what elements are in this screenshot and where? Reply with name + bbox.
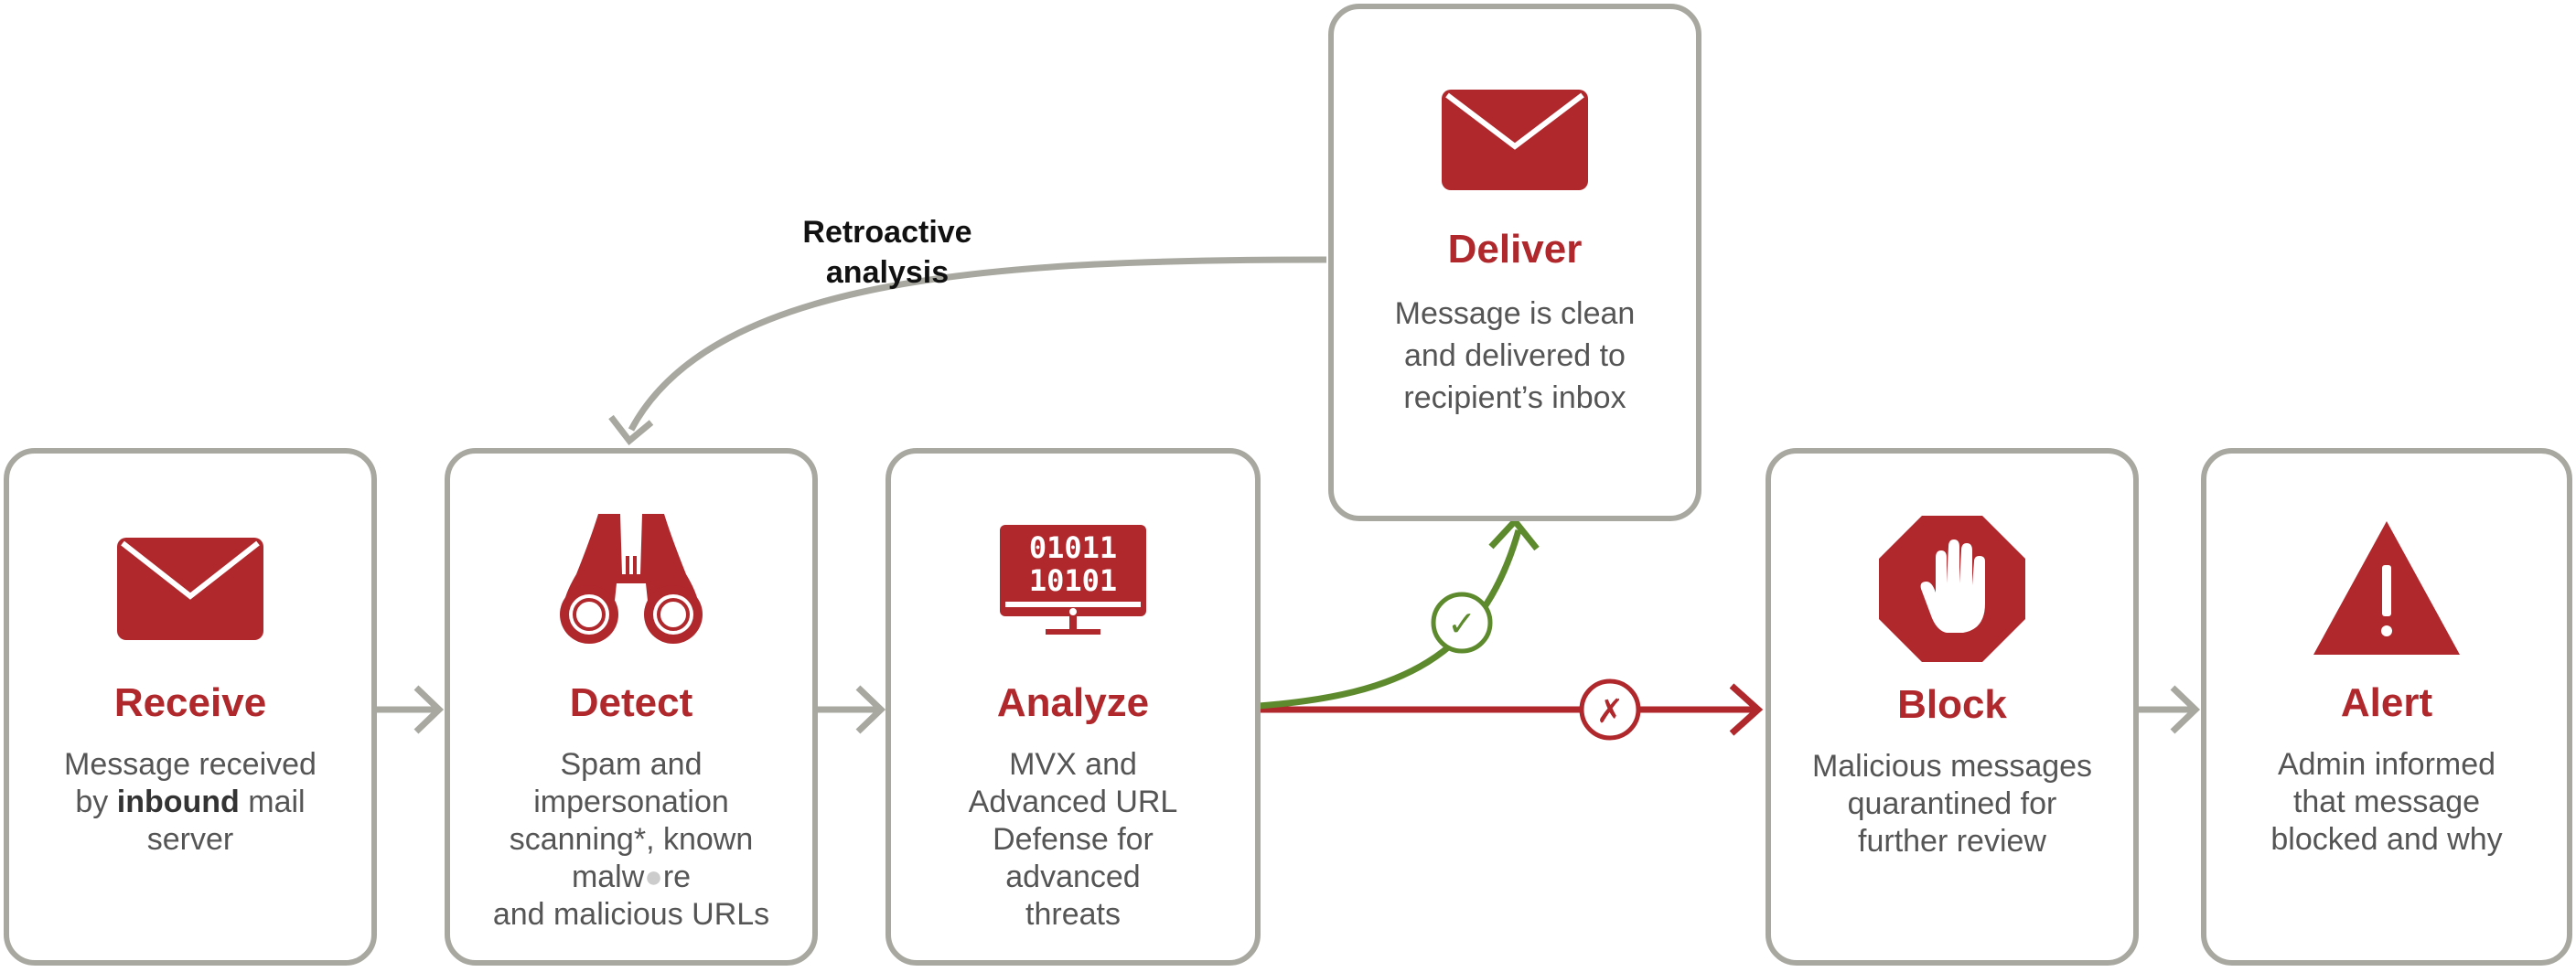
- alert-desc-line-1: Admin informed: [2277, 747, 2496, 782]
- analyze-desc-line-4: advanced: [1005, 860, 1141, 894]
- receive-desc-line-2: by inbound mail: [75, 785, 306, 819]
- arrow-analyze-to-deliver: [1258, 516, 1540, 710]
- stage-title-analyze: Analyze: [996, 680, 1150, 725]
- detect-desc-line-4: malw●re: [571, 860, 692, 894]
- deliver-desc-line-1: Message is clean: [1394, 296, 1636, 331]
- stage-block: Block Malicious messages quarantined for…: [1766, 448, 2139, 966]
- alert-desc-line-2: that message: [2292, 785, 2481, 819]
- deliver-desc-line-2: and delivered to: [1404, 338, 1626, 373]
- stage-title-receive: Receive: [113, 680, 267, 725]
- stage-title-detect: Detect: [569, 680, 693, 725]
- block-desc-line-3: further review: [1858, 824, 2046, 859]
- stage-title-deliver: Deliver: [1447, 227, 1583, 272]
- inbound-emphasis: inbound: [116, 785, 240, 819]
- detect-desc-line-5: and malicious URLs: [492, 897, 770, 932]
- arrow-retroactive-analysis: [608, 256, 1327, 446]
- detect-desc-line-1: Spam and: [560, 747, 703, 782]
- stage-desc-block: Malicious messages quarantined for furth…: [1780, 748, 2124, 860]
- stage-desc-deliver: Message is clean and delivered to recipi…: [1343, 293, 1687, 419]
- analyze-desc-line-3: Defense for: [993, 822, 1154, 857]
- detect-desc-line-3: scanning*, known: [509, 822, 754, 857]
- stage-alert: Alert Admin informed that message blocke…: [2201, 448, 2572, 966]
- arrow-receive-to-detect: [375, 685, 445, 734]
- block-desc-line-1: Malicious messages: [1811, 749, 2093, 784]
- svg-text:10101: 10101: [1029, 563, 1117, 598]
- analyze-desc-line-2: Advanced URL: [968, 785, 1178, 819]
- pass-check-icon: ✓: [1447, 603, 1476, 644]
- stage-receive: Receive Message received by inbound mail…: [4, 448, 377, 966]
- warning-triangle-icon: [2313, 521, 2460, 655]
- fail-x-icon: ✗: [1596, 693, 1624, 731]
- block-desc-line-2: quarantined for: [1847, 786, 2057, 821]
- stage-analyze: 01011 10101 Analyze MVX and Advanced URL…: [886, 448, 1261, 966]
- deliver-desc-line-3: recipient’s inbox: [1403, 380, 1626, 415]
- analyze-desc-line-5: threats: [1025, 897, 1121, 932]
- pass-marker: ✓: [1431, 592, 1493, 654]
- stage-title-block: Block: [1897, 682, 2007, 727]
- stage-desc-detect: Spam and impersonation scanning*, known …: [459, 746, 803, 934]
- retroactive-analysis-label: Retroactive analysis: [759, 212, 1015, 293]
- stage-title-alert: Alert: [2340, 680, 2433, 725]
- stage-desc-receive: Message received by inbound mail server: [18, 746, 362, 859]
- arrow-block-to-alert: [2131, 685, 2201, 734]
- fail-marker: ✗: [1579, 678, 1641, 741]
- receive-desc-line-1: Message received: [64, 747, 317, 782]
- alert-desc-line-3: blocked and why: [2270, 822, 2503, 857]
- dot-glyph: ●: [644, 860, 663, 894]
- detect-desc-line-2: impersonation: [533, 785, 729, 819]
- svg-text:01011: 01011: [1029, 530, 1117, 565]
- envelope-icon: [117, 538, 263, 640]
- stage-deliver: Deliver Message is clean and delivered t…: [1328, 4, 1701, 521]
- arrow-detect-to-analyze: [817, 685, 886, 734]
- binary-monitor-icon: 01011 10101: [1000, 525, 1146, 635]
- stop-hand-icon: [1879, 516, 2025, 662]
- receive-desc-line-3: server: [146, 822, 234, 857]
- arrow-analyze-to-block: [1259, 683, 1764, 736]
- binoculars-icon: [560, 514, 703, 644]
- stage-desc-alert: Admin informed that message blocked and …: [2216, 746, 2558, 859]
- stage-detect: Detect Spam and impersonation scanning*,…: [445, 448, 818, 966]
- envelope-icon: [1442, 90, 1588, 190]
- analyze-desc-line-1: MVX and: [1009, 747, 1137, 782]
- retro-label-line-2: analysis: [825, 255, 950, 290]
- retro-label-line-1: Retroactive: [802, 215, 972, 250]
- stage-desc-analyze: MVX and Advanced URL Defense for advance…: [900, 746, 1246, 934]
